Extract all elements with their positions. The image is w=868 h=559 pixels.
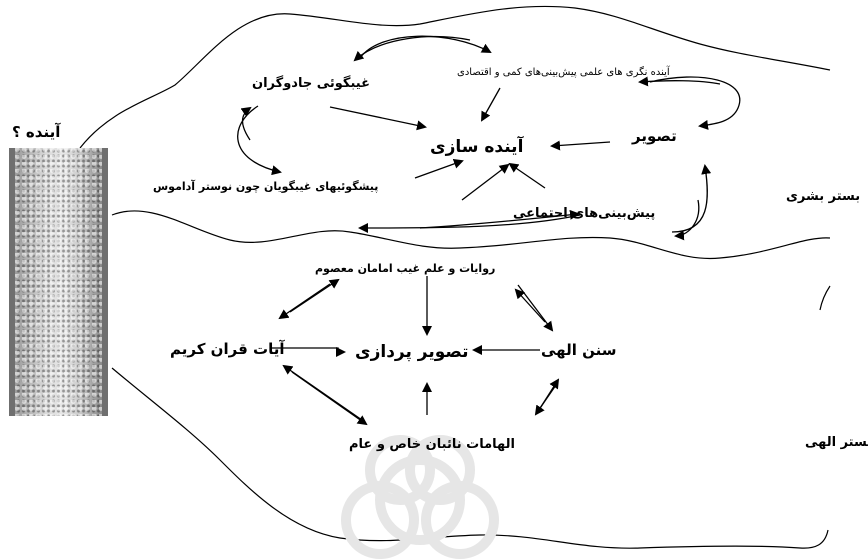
arrow-vision-center — [550, 140, 611, 151]
right-boundary-fragment — [819, 285, 831, 311]
arrow-scientific-center — [481, 87, 501, 122]
divine-layer-boundary — [111, 367, 829, 549]
node-inspirations: الهامات نائبان خاص و عام — [349, 437, 515, 452]
watermark-knot — [341, 435, 499, 559]
node-imaging: تصویر پردازی — [355, 342, 469, 362]
future-box — [9, 148, 108, 416]
divine-layer-label: بستر الهی — [805, 435, 868, 450]
node-divine-laws: سنن الهی — [541, 341, 617, 359]
node-traditions: روایات و علم غیب امامان معصوم — [315, 262, 496, 275]
node-vision: تصویر — [632, 127, 677, 145]
arrow-magic-center — [329, 106, 427, 131]
layer-divider — [111, 210, 831, 260]
arrow-social-center-right — [508, 162, 546, 189]
arrow-scientific-vision — [649, 76, 741, 130]
arrow-predictions-center — [414, 159, 464, 179]
node-social-predictions: پیش‌بینی‌های اجتماعی — [513, 206, 656, 221]
human-layer-label: بستر بشری — [786, 189, 861, 204]
human-layer-boundary — [79, 5, 831, 149]
node-quran-verses: آیات قران کریم — [170, 340, 285, 358]
node-prophecies: پیشگوئیهای غیبگویان چون نوستر آداموس — [153, 180, 379, 193]
node-magic: غیبگوئی جادوگران — [252, 76, 370, 91]
arrow-magic-scientific — [359, 35, 492, 59]
arrow-social-center-left — [461, 163, 510, 201]
arrow-social-vision — [671, 164, 712, 233]
arrow-social-predictions — [358, 214, 581, 233]
node-scientific-foresight: آینده نگری های علمی پیش‌بینی‌های کمی و ا… — [457, 67, 670, 78]
arrow-traditions-sunan — [517, 284, 554, 332]
arrow-traditions-quran — [278, 283, 331, 320]
future-box-label: آینده ؟ — [12, 123, 61, 141]
arrow-quran-center — [270, 347, 346, 357]
node-future-making: آینده سازی — [430, 137, 524, 157]
